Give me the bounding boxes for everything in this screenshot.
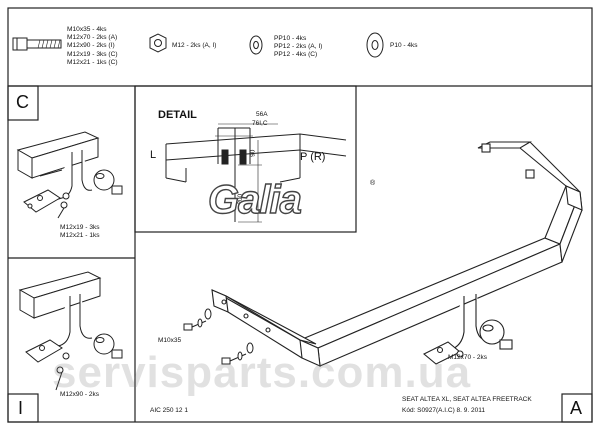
panel-a-letter-box — [561, 393, 593, 423]
large-washer-icon — [366, 32, 384, 58]
washer-line: PP12 - 4ks (C) — [274, 51, 318, 59]
panel-c-bolt-line: M12x19 - 3ks — [60, 224, 100, 231]
panel-i-letter-box — [7, 393, 39, 423]
washer-line: PP10 - 4ks — [274, 35, 307, 42]
nut-icon — [149, 33, 167, 53]
large-washer-line: P10 - 4ks — [390, 42, 418, 49]
footer-kod: Kód: S0927(A.I.C) 8. 9. 2011 — [402, 407, 485, 414]
footer-vehicle: SEAT ALTEA XL, SEAT ALTEA FREETRACK — [402, 396, 532, 403]
detail-dim-top2: 76I,C — [252, 120, 268, 127]
main-ball-label: M12x70 - 2ks — [448, 354, 488, 361]
panel-i-bolt-line: M12x90 - 2ks — [60, 391, 100, 398]
panel-c-letter-box — [7, 85, 39, 121]
panel-c-drawing — [16, 131, 123, 219]
main-bolt-label: M10x35 — [158, 337, 182, 344]
bolt-icon — [12, 37, 62, 51]
bolt-line: M12x90 - 2ks (I) — [67, 42, 115, 50]
washer-icon — [249, 35, 263, 55]
footer-code: AIC 250 12 1 — [150, 407, 188, 414]
detail-dim-top: 56A — [256, 111, 268, 118]
bolt-line: M12x19 - 3ks (C) — [67, 50, 118, 58]
outer-frame — [7, 7, 593, 423]
detail-left-label: L — [150, 149, 157, 161]
nut-line: M12 - 2ks (A, I) — [172, 42, 217, 49]
registered-mark: ® — [370, 180, 376, 187]
detail-drawing — [165, 123, 347, 223]
detail-title: DETAIL — [158, 109, 197, 121]
washer-list: PP10 - 4ks PP12 - 2ks (A, I) PP12 - 4ks … — [274, 35, 322, 60]
panel-i-drawing — [18, 271, 123, 391]
bolt-list: M10x35 - 4ks M12x70 - 2ks (A) M12x90 - 2… — [67, 26, 118, 67]
brand-logo: Galia — [207, 178, 302, 222]
washer-line: PP12 - 2ks (A, I) — [274, 43, 323, 51]
panel-c-letter: C — [16, 92, 29, 112]
panel-a-letter: A — [570, 398, 583, 418]
bolt-line: M12x70 - 2ks (A) — [67, 34, 118, 42]
bolt-line: M12x21 - 1ks (C) — [67, 58, 118, 66]
panel-i-letter: I — [18, 398, 24, 418]
detail-frame — [134, 85, 357, 233]
detail-right-label: P (R) — [300, 151, 326, 163]
detail-dim-mid: 90 — [249, 149, 257, 157]
panel-c-bolts: M12x19 - 3ks M12x21 - 1ks — [60, 224, 100, 240]
main-assembly-drawing — [183, 141, 583, 367]
bolt-line: M10x35 - 4ks — [67, 26, 107, 33]
watermark: servisparts.com.ua — [52, 348, 472, 397]
panel-c-bolt-line: M12x21 - 1ks — [60, 232, 100, 240]
